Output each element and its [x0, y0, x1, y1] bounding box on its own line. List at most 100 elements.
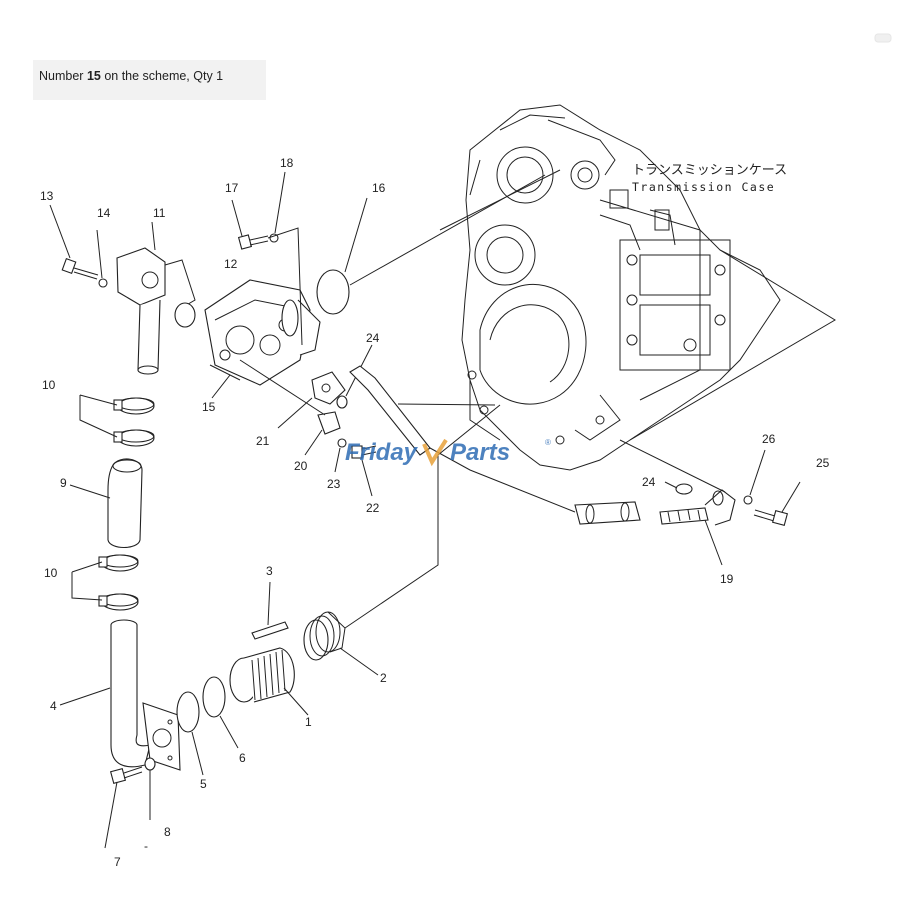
hose-9 [107, 458, 143, 549]
leader-10-upper [79, 394, 118, 438]
bolt-25 [753, 509, 789, 527]
leader-24b [664, 481, 678, 489]
callout-22: 22 [366, 501, 380, 515]
washer-26 [743, 495, 753, 505]
callout-labels: 13 14 11 17 18 16 12 24 15 10 21 20 23 2… [40, 156, 830, 869]
callout-24: 24 [366, 331, 380, 345]
leader-3 [267, 581, 271, 626]
pipe-19 [574, 489, 736, 526]
leader-21 [277, 397, 313, 429]
rod-3 [251, 621, 289, 640]
leader-18 [274, 171, 286, 234]
callout-18: 18 [280, 156, 294, 170]
callout-6: 6 [239, 751, 246, 765]
leader-strainer-case [344, 404, 501, 629]
callout-4: 4 [50, 699, 57, 713]
leader-16-case [349, 174, 546, 286]
leader-15 [211, 374, 231, 399]
o-ring-24b [675, 483, 693, 495]
case-label-bracket [629, 249, 836, 441]
callout-25: 25 [816, 456, 830, 470]
pump-15 [204, 279, 321, 386]
leader-pump-flange [239, 359, 326, 416]
watermark-registered: ® [545, 438, 551, 447]
o-ring-24a [336, 395, 348, 409]
o-ring-16 [316, 269, 350, 315]
callout-21: 21 [256, 434, 270, 448]
leader-5 [191, 731, 204, 776]
fridayparts-watermark: Friday Parts ® [345, 438, 551, 467]
leader-23 [334, 447, 341, 473]
callout-19: 19 [720, 572, 734, 586]
leader-10-lower [71, 561, 103, 601]
leader-19-flange [429, 447, 576, 513]
callout-20: 20 [294, 459, 308, 473]
watermark-parts: Parts [450, 439, 510, 466]
case-label-en: Transmission Case [632, 180, 775, 194]
callout-23: 23 [327, 477, 341, 491]
leader-4 [59, 687, 111, 706]
bolt-17 [237, 234, 269, 250]
callout-5: 5 [200, 777, 207, 791]
leader-17 [231, 199, 243, 237]
leader-25 [781, 481, 801, 513]
caption-suffix: on the scheme, Qty 1 [100, 69, 224, 83]
callout-15: 15 [202, 400, 216, 414]
hose-clamps-10-upper [113, 397, 155, 447]
callout-3: 3 [266, 564, 273, 578]
callout-12: 12 [224, 257, 238, 271]
leader-14 [96, 229, 103, 279]
leader-2 [339, 647, 379, 676]
leader-case-19 [619, 439, 726, 493]
plug-2 [303, 611, 346, 661]
callout-10-upper: 10 [42, 378, 56, 392]
callout-10-lower: 10 [44, 566, 58, 580]
caption-number: 15 [86, 69, 101, 83]
leader-13 [49, 204, 71, 259]
part-caption: Number 15 on the scheme, Qty 1 [33, 60, 266, 100]
leader-12-bracket [267, 227, 303, 346]
leader-20 [304, 429, 323, 456]
callout-dash: - [144, 839, 148, 853]
leader-9 [69, 484, 111, 499]
zoom-handle-shape [874, 33, 892, 43]
leader-26 [749, 449, 766, 496]
hose-clamps-10-lower [98, 554, 139, 611]
flange-21 [311, 371, 346, 405]
callout-2: 2 [380, 671, 387, 685]
callout-13: 13 [40, 189, 54, 203]
washer-18 [269, 233, 279, 243]
bolt-13 [61, 257, 99, 280]
callout-17: 17 [225, 181, 239, 195]
callout-24-right: 24 [642, 475, 656, 489]
callout-8: 8 [164, 825, 171, 839]
washer-14 [98, 278, 108, 288]
leader-19 [704, 519, 723, 566]
o-ring-5 [176, 691, 200, 733]
leader-6 [219, 715, 239, 749]
callout-11: 11 [153, 206, 166, 220]
zoom-handle-icon[interactable] [874, 30, 892, 43]
callout-16: 16 [372, 181, 386, 195]
leader-11 [151, 221, 156, 251]
leader-22 [361, 459, 373, 497]
leader-16 [344, 197, 368, 273]
elbow-pipe-11 [116, 247, 196, 375]
gasket-20 [317, 411, 341, 435]
caption-prefix: Number [39, 69, 87, 83]
callout-26: 26 [762, 432, 776, 446]
bolt-7 [109, 766, 143, 785]
o-ring-6 [202, 676, 226, 718]
strainer-1 [229, 647, 295, 703]
transmission-case [439, 104, 781, 471]
leader-7 [104, 781, 118, 849]
washer-23 [337, 438, 347, 448]
leader-1 [283, 687, 309, 716]
suction-pipe-4 [110, 619, 181, 771]
watermark-friday: Friday [345, 439, 419, 466]
bolt-22 [351, 445, 377, 459]
washer-8 [144, 757, 156, 771]
callout-9: 9 [60, 476, 67, 490]
watermark-check-icon [422, 438, 448, 467]
